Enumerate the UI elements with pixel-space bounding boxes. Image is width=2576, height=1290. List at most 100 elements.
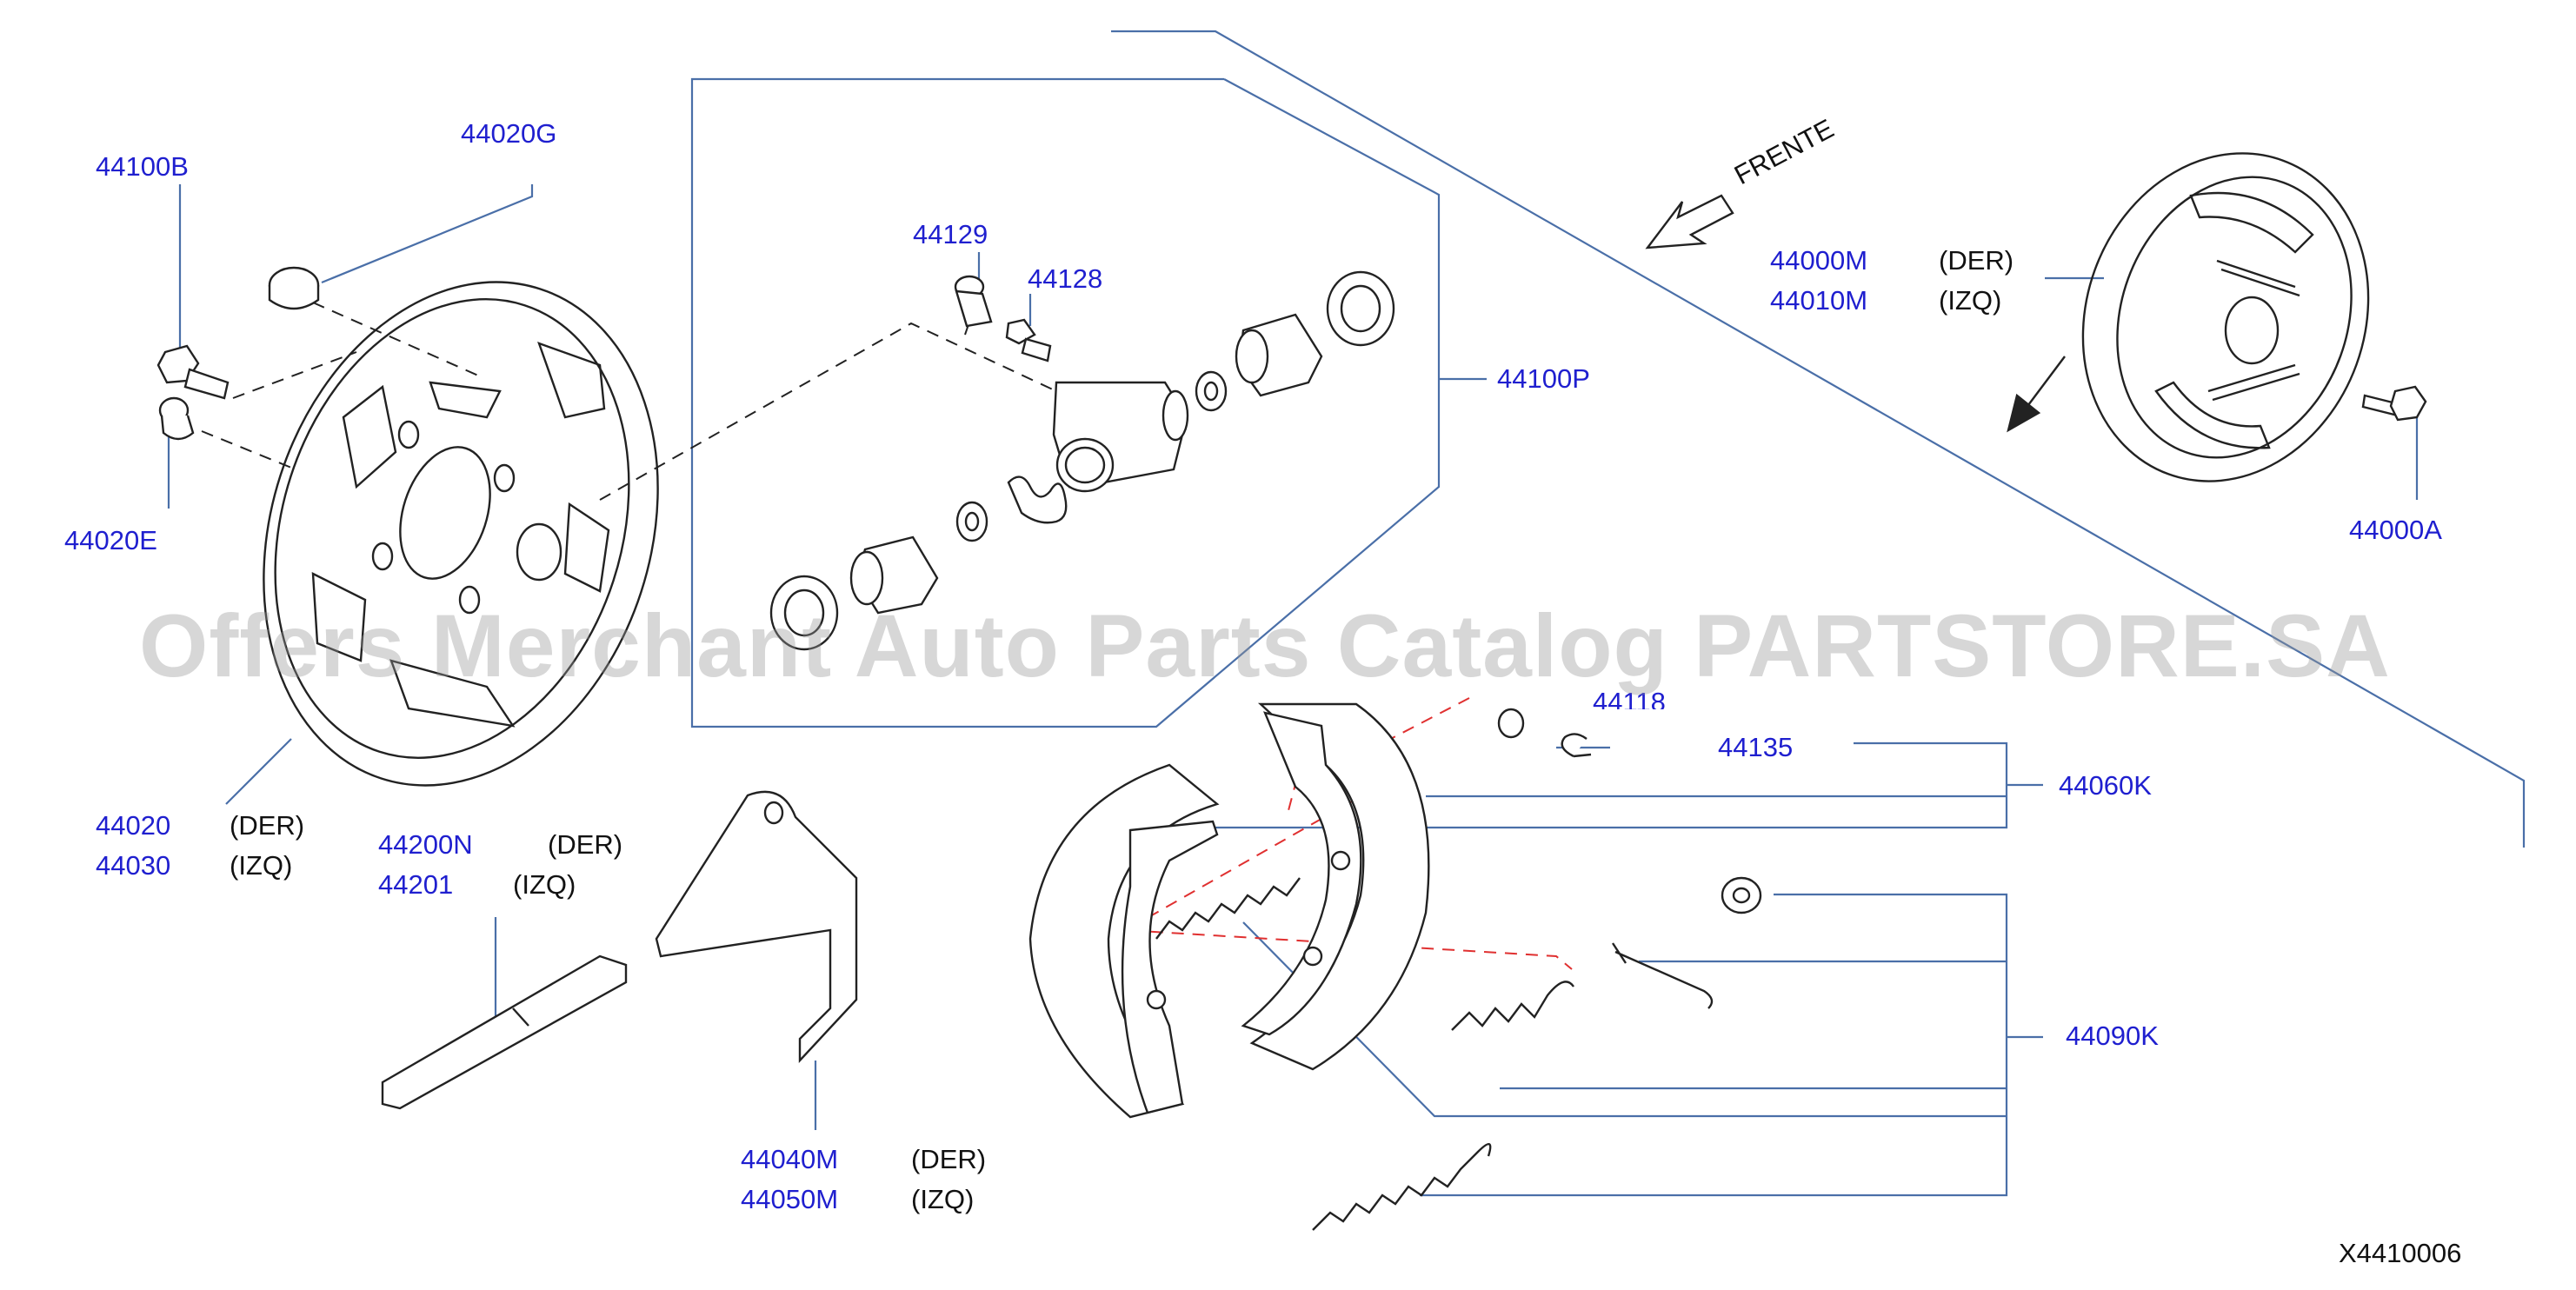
label-44129[interactable]: 44129 — [913, 219, 988, 249]
label-44000A[interactable]: 44000A — [2349, 515, 2442, 545]
backing-plate-inner — [274, 298, 630, 759]
red-dash-upper — [1286, 697, 1470, 818]
label-44020G[interactable]: 44020G — [461, 118, 557, 149]
assembly-inner — [2116, 176, 2353, 459]
adjuster-spring — [1155, 877, 1301, 940]
bleeder-thread — [1021, 337, 1052, 362]
label-44020-side: (DER) — [230, 810, 305, 841]
assembly-spring-2 — [2207, 363, 2300, 402]
label-44200N-side: (DER) — [548, 829, 623, 860]
label-44050M[interactable]: 44050M — [741, 1184, 839, 1214]
piston-right — [1235, 313, 1323, 397]
assembly-rim — [2081, 152, 2370, 482]
plate-rib-2 — [342, 384, 397, 489]
brake-shoes — [1028, 702, 1430, 1119]
plate-rib-1 — [537, 342, 606, 419]
bolt-44000A-head — [2389, 385, 2427, 422]
washer-left-hole — [964, 511, 980, 532]
label-44010M-side: (IZQ) — [1939, 285, 2002, 316]
plate-rib-4 — [389, 659, 516, 728]
piston-left-face — [849, 550, 884, 606]
label-44100P[interactable]: 44100P — [1497, 363, 1590, 394]
label-44020[interactable]: 44020 — [96, 810, 171, 841]
cylinder-bore-inner — [1064, 446, 1106, 484]
retainer-washer-hole — [1732, 887, 1751, 904]
hub-hole-4 — [493, 463, 516, 493]
label-44040M[interactable]: 44040M — [741, 1144, 839, 1174]
leader-44090K — [1420, 893, 2008, 1197]
leader-44020 — [225, 738, 292, 805]
label-44020E[interactable]: 44020E — [64, 525, 157, 555]
strut-bar — [381, 954, 628, 1110]
label-44000M[interactable]: 44000M — [1770, 245, 1868, 276]
label-44090K[interactable]: 44090K — [2066, 1021, 2159, 1051]
label-44201-side: (IZQ) — [513, 869, 576, 900]
plug-body — [160, 415, 195, 441]
shoe-right-lining — [1249, 702, 1430, 1071]
label-44200N[interactable]: 44200N — [378, 829, 473, 860]
c-clip — [1561, 733, 1592, 758]
plate-pad — [429, 381, 502, 419]
label-44118[interactable]: 44118 — [1593, 688, 1666, 709]
bolt-44000A — [2361, 385, 2427, 422]
assembly-shoe-2 — [2154, 381, 2271, 449]
strut-joint — [512, 1007, 529, 1027]
assembly-arrow-head — [2007, 393, 2041, 433]
dash-grommet — [312, 302, 479, 376]
spring-coils — [1007, 475, 1068, 524]
shoe-left-web — [1121, 820, 1219, 1114]
diagram-code: X4410006 — [2339, 1238, 2462, 1268]
backing-plate-rim — [263, 281, 659, 787]
label-44000M-side: (DER) — [1939, 245, 2014, 276]
label-44060K[interactable]: 44060K — [2059, 770, 2152, 801]
frente-arrow-shape — [1645, 194, 1734, 249]
brake-assembly — [2081, 152, 2370, 482]
shoe-hole-1 — [1330, 850, 1351, 871]
label-44201[interactable]: 44201 — [378, 869, 454, 900]
adjuster-strut — [381, 954, 628, 1110]
dash-bolt — [232, 351, 357, 399]
cylinder-end — [1162, 389, 1189, 442]
parking-lever — [655, 790, 858, 1064]
plate-rib-5 — [563, 502, 610, 593]
assembly-arrow-shaft — [2025, 356, 2066, 409]
return-spring-upper — [1451, 981, 1574, 1031]
backing-plate-hub — [399, 446, 491, 580]
spring-cylinder — [1007, 475, 1068, 524]
label-44030[interactable]: 44030 — [96, 850, 171, 881]
ring-clip — [1497, 708, 1525, 739]
cup-right-inner — [1340, 284, 1381, 333]
label-44128[interactable]: 44128 — [1028, 263, 1103, 294]
assembly-spring-1 — [2216, 259, 2300, 297]
small-hardware — [1497, 708, 1762, 914]
plug-44020E — [158, 396, 195, 441]
plate-rib-3 — [311, 571, 367, 662]
dash-cylinder — [599, 322, 1057, 501]
cup-left-inner — [783, 588, 825, 637]
cup-right — [1326, 270, 1395, 347]
bleeder-44128 — [1005, 318, 1052, 362]
hub-hole-3 — [458, 585, 481, 615]
hold-down-pin — [1611, 942, 1714, 1009]
hub-hole-2 — [371, 542, 394, 571]
grommet — [268, 266, 320, 310]
label-44100B[interactable]: 44100B — [96, 151, 189, 182]
shoe-hole-3 — [1146, 989, 1167, 1010]
lever-plate — [655, 790, 858, 1064]
label-44040M-side: (DER) — [911, 1144, 987, 1174]
leader-44100P-box — [690, 77, 1441, 728]
wheel-cylinder-parts — [769, 270, 1395, 651]
shoe-left-lining — [1028, 763, 1220, 1119]
label-44010M[interactable]: 44010M — [1770, 285, 1868, 316]
bleeder-body — [955, 289, 993, 328]
label-44030-side: (IZQ) — [230, 850, 293, 881]
assembly-hub — [2224, 296, 2280, 365]
shoe-hole-2 — [1302, 946, 1323, 967]
assembly-shoe-1 — [2189, 191, 2314, 254]
bolt-boss — [516, 522, 562, 582]
label-44135[interactable]: 44135 — [1718, 732, 1794, 762]
grommet-side — [268, 285, 320, 310]
assembly-arrow — [2007, 356, 2066, 433]
hub-hole-1 — [397, 420, 420, 449]
